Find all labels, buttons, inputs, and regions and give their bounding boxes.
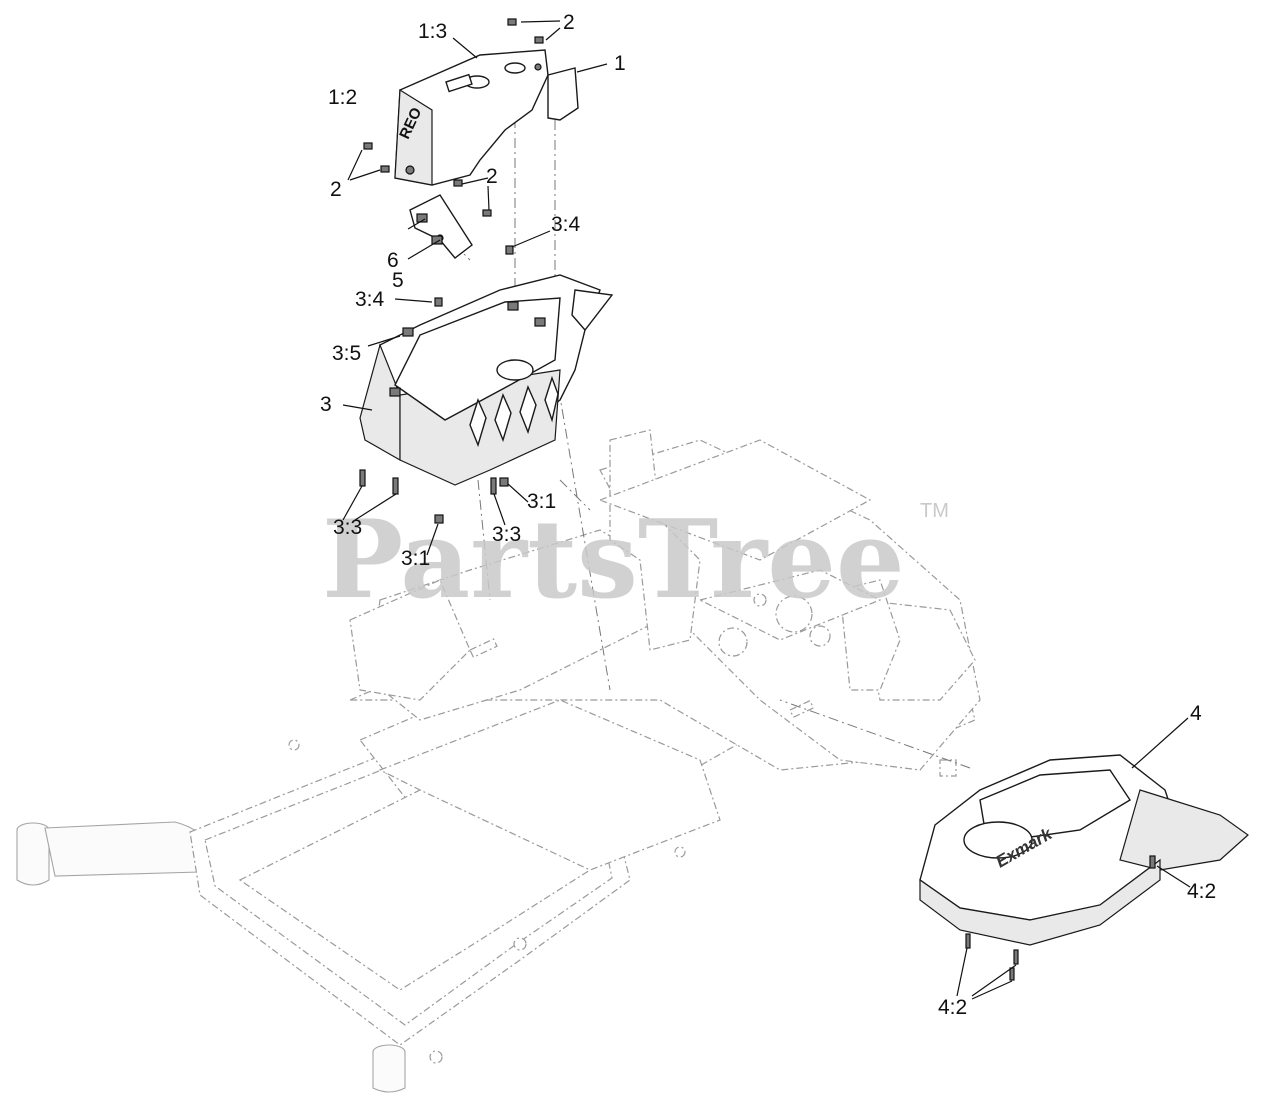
callout-label: 2 [563,11,575,34]
watermark-trademark: TM [920,500,949,522]
watermark-text: PartsTree [322,497,905,623]
leader-lines [342,20,1191,1000]
callout-labels: 1:3 2 2 1 1:2 2 2 2 6 5 3:4 3:4 3:5 3 3:… [320,11,1216,1019]
callout-label: 1 [614,52,626,75]
bracket-part-5 [409,194,473,259]
callout-label: 3:1 [527,490,556,513]
callout-label: 4 [1190,702,1202,725]
console-cover-part-4: Exmark [919,754,1249,981]
callout-label: 3:3 [333,516,362,539]
watermark: PartsTree TM [322,497,949,623]
callout-label: 3 [320,393,332,416]
callout-label: 3:1 [401,547,430,570]
callout-label: 1:3 [418,20,447,43]
callout-label: 1:2 [328,86,357,109]
console-fasteners [359,245,514,524]
mower-frame [16,429,981,1093]
callout-label: 2 [486,165,498,188]
console-part-3 [359,274,614,486]
callout-label: 3:5 [332,342,361,365]
callout-label: 3:4 [355,288,385,311]
callout-label: 6 [387,249,399,272]
callout-label: 4:2 [938,996,967,1019]
nut-part-6 [416,213,443,245]
callout-label: 2 [330,178,342,201]
callout-label: 5 [392,269,404,292]
callout-label: 3:3 [492,523,521,546]
bolt-fasteners-2 [363,18,544,217]
dash-panel-part-1: REO [394,49,579,186]
callout-label: 4:2 [1187,880,1216,903]
callout-label: 3:4 [551,213,581,236]
